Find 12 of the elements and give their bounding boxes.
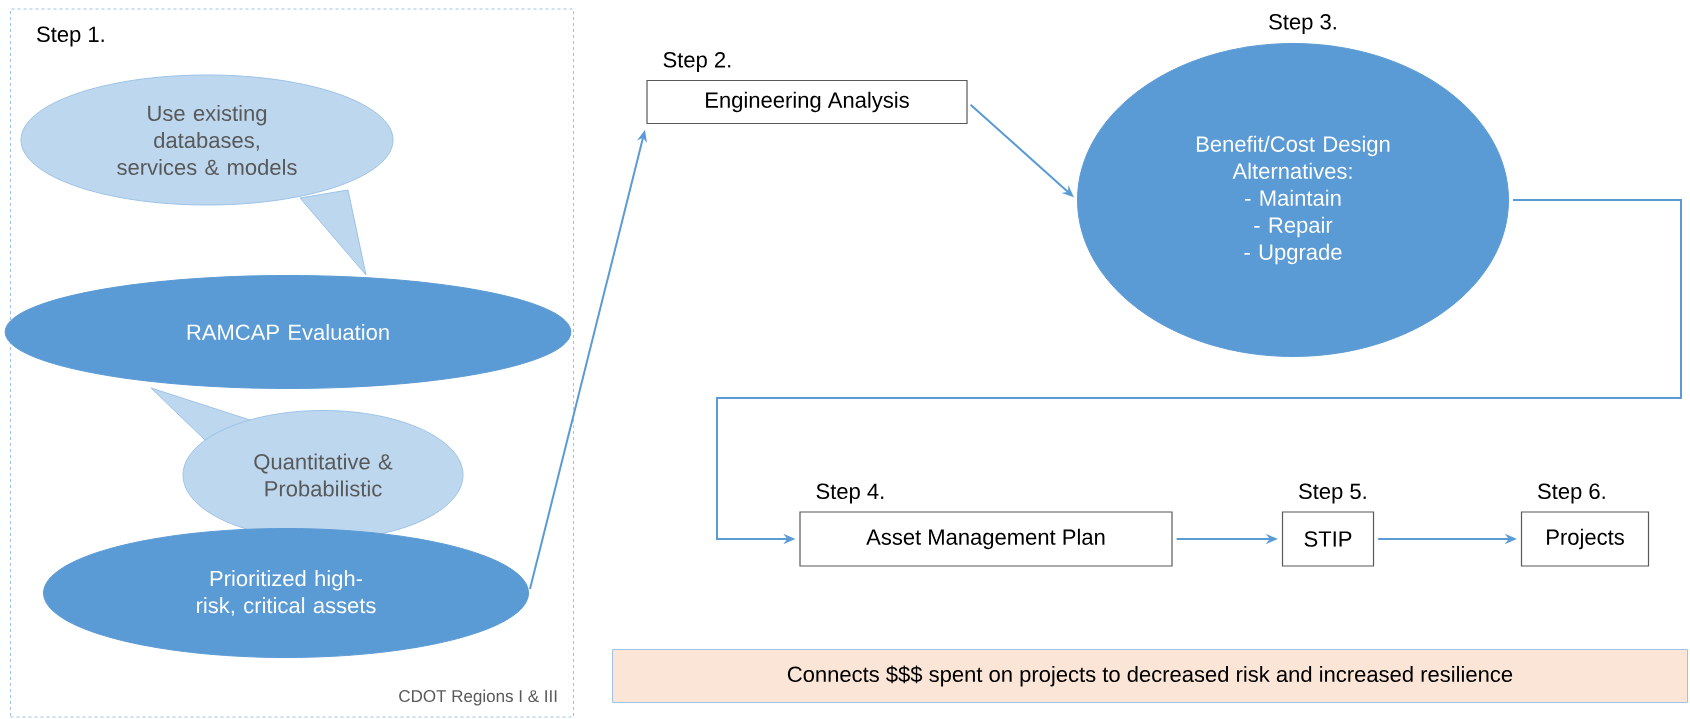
process-box: Step 4. Asset Management Plan [799,483,1173,567]
speech-bubble: Quantitative & Probabilistic [150,387,464,540]
note-box: Connects $$$ spent on projects to decreased risk and increased resilience [612,649,1688,703]
node-label: Step 3. [1269,14,1336,34]
node-label: Step 4. [816,483,884,504]
process-box: Step 6. Projects [1520,483,1650,567]
node-label: Step 5. [1299,483,1366,504]
process-box: Step 5. STIP [1281,483,1375,567]
node-label: Step 6. [1538,483,1605,504]
process-box: Step 2. Engineering Analysis [646,52,968,125]
node-label: Step 2. [663,52,731,72]
speech-bubble: Use existing databases, services & models [20,74,394,276]
